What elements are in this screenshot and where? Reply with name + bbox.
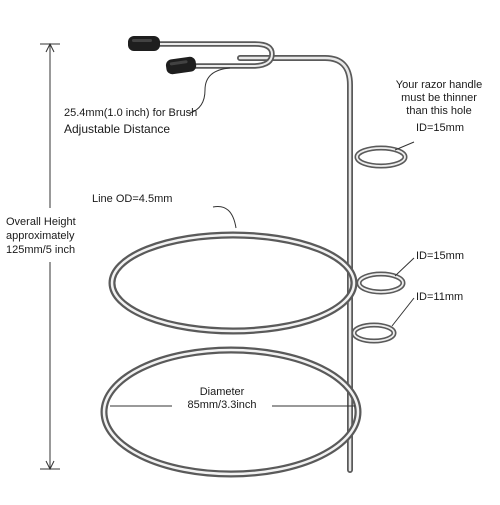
- ring-id-middle-label: ID=15mm: [416, 250, 464, 262]
- ring-id-top-label: ID=15mm: [416, 122, 464, 134]
- leader-lines: [110, 67, 415, 407]
- overall-height-label: Overall Height approximately 125mm/5 inc…: [6, 215, 76, 257]
- adjustable-distance-label: Adjustable Distance: [64, 122, 171, 136]
- razor-note-line-2: must be thinner: [401, 92, 477, 104]
- rubber-tip-lower: [165, 56, 197, 75]
- overall-height-line-2: approximately: [6, 230, 75, 242]
- diameter-line-1: Diameter: [199, 386, 245, 398]
- base-ring: [100, 346, 362, 478]
- vertical-post: [237, 55, 353, 473]
- razor-ring-middle: [356, 271, 406, 295]
- razor-note-line-3: than this hole: [406, 105, 472, 117]
- razor-ring-top: [354, 145, 408, 169]
- ring-id-bottom-label: ID=11mm: [416, 291, 464, 303]
- overall-height-line-3: 125mm/5 inch: [6, 244, 76, 256]
- upper-tray-ring: [108, 231, 358, 335]
- diameter-line-2: 85mm/3.3inch: [187, 399, 257, 411]
- height-dimension-line: [40, 42, 60, 471]
- diameter-label: Diameter 85mm/3.3inch: [170, 386, 274, 412]
- line-od-label: Line OD=4.5mm: [92, 193, 173, 205]
- brush-fork: [157, 41, 275, 69]
- razor-note: Your razor handle must be thinner than t…: [380, 79, 498, 118]
- rubber-tip-upper: [128, 36, 160, 51]
- razor-ring-bottom: [351, 322, 397, 344]
- overall-height-line-1: Overall Height: [6, 216, 76, 228]
- razor-note-line-1: Your razor handle: [395, 79, 483, 91]
- brush-distance-label: 25.4mm(1.0 inch) for Brush: [64, 107, 198, 119]
